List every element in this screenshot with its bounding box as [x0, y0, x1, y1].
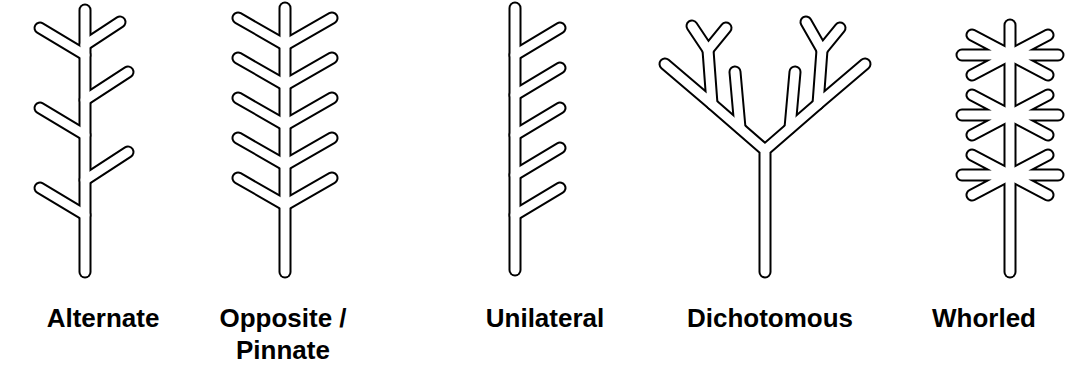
pattern-label: Unilateral: [445, 302, 645, 334]
pattern-label: Whorled: [884, 302, 1084, 334]
pattern-label: Alternate: [3, 302, 203, 334]
pattern-label: Dichotomous: [660, 302, 880, 334]
pattern-label: Opposite / Pinnate: [216, 302, 351, 366]
